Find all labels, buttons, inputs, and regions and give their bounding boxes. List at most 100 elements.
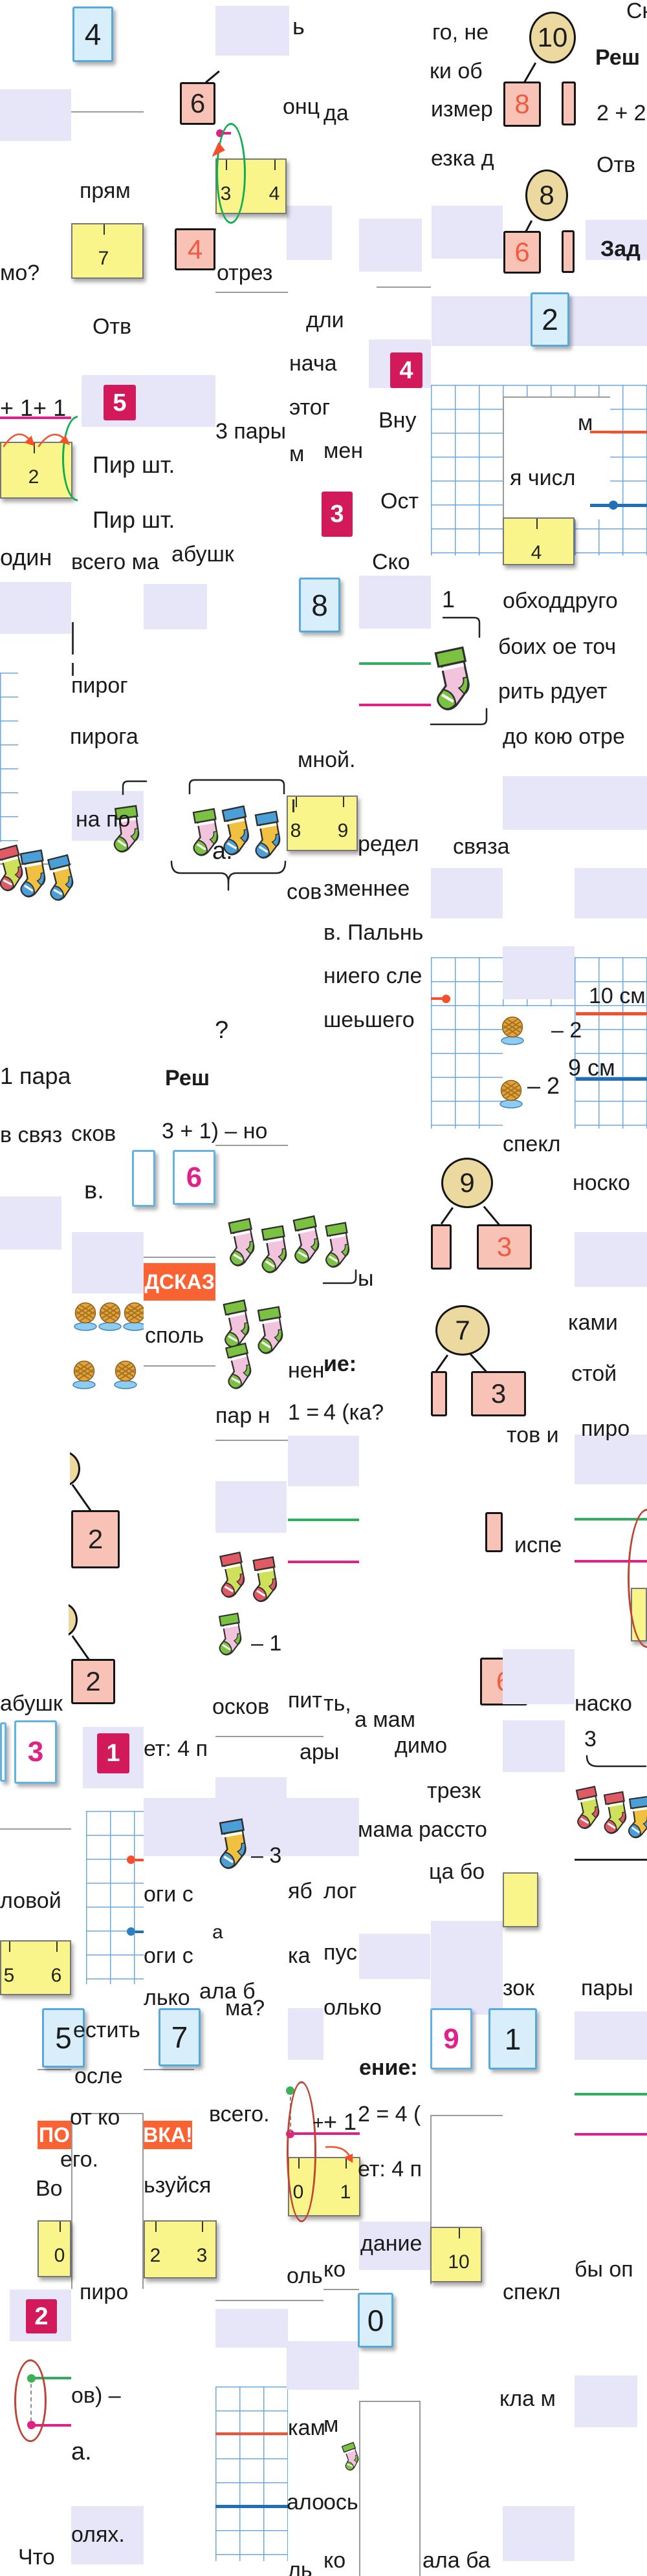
answer-card[interactable]: 5 <box>42 2008 85 2068</box>
text-fragment: пиро <box>80 2280 129 2304</box>
text-fragment: испе <box>514 1533 562 1557</box>
blue-segment <box>215 2505 288 2508</box>
magenta-segment <box>34 2424 71 2427</box>
answer-card[interactable]: 7 <box>159 2008 201 2066</box>
bond-line <box>441 1207 454 1225</box>
highlight-rect <box>0 1196 61 1250</box>
highlight-rect <box>215 1481 287 1533</box>
number-value: 10 <box>537 22 568 52</box>
ruler-tick <box>343 797 344 807</box>
number-bond-part <box>562 81 576 125</box>
answer-option[interactable] <box>0 1722 6 1782</box>
text-fragment: абушк <box>0 1691 63 1716</box>
green-segment <box>359 662 431 665</box>
text-fragment: м <box>324 2412 339 2437</box>
red-segment <box>590 431 647 433</box>
hint-button[interactable]: ПО <box>38 2121 71 2149</box>
ruler-number: 5 <box>3 1965 15 1986</box>
text-fragment: – 1 <box>251 1631 282 1656</box>
text-fragment: а мам <box>355 1707 416 1732</box>
highlight-rect <box>287 2341 359 2390</box>
magenta-segment <box>575 1560 647 1563</box>
sock-illustration <box>285 1211 335 1275</box>
brace <box>188 779 285 794</box>
text-fragment: + 1+ 1 <box>0 395 67 421</box>
text-fragment: м <box>289 442 305 466</box>
text-fragment: ка <box>288 1943 311 1968</box>
answer-option[interactable]: 3 <box>14 1720 57 1784</box>
text-fragment: всего ма <box>71 550 159 574</box>
text-fragment: Отв <box>597 153 636 177</box>
answer-option[interactable] <box>132 1150 155 1207</box>
number-value: 8 <box>311 588 328 622</box>
answer-card[interactable]: 1 <box>488 2008 537 2070</box>
highlight-rect <box>432 206 503 259</box>
answer-option[interactable]: 9 <box>430 2008 472 2070</box>
task-number-chip: 2 <box>26 2299 57 2333</box>
answer-card[interactable]: 0 <box>358 2293 393 2348</box>
text-fragment: пус <box>324 1940 358 1965</box>
text-fragment: 1 <box>442 586 455 612</box>
text-fragment: 2 + 2 <box>597 101 646 125</box>
green-segment <box>575 1518 647 1521</box>
card-panel <box>503 396 610 519</box>
text-fragment: ало <box>287 2490 325 2515</box>
ruler-tick <box>536 519 538 529</box>
text-fragment: Пир шт. <box>93 451 175 478</box>
hint-button[interactable]: ВКА! <box>144 2121 192 2149</box>
text-fragment: бы оп <box>575 2257 633 2282</box>
text-fragment: ловой <box>0 1889 61 1913</box>
highlight-rect <box>288 1436 359 1486</box>
text-fragment: в связ <box>0 1123 63 1147</box>
text-fragment: его. <box>60 2147 98 2172</box>
ruler-number: 7 <box>98 248 109 269</box>
highlight-ellipse <box>14 2359 47 2442</box>
red-segment <box>431 997 450 1000</box>
text-fragment: мо? <box>0 261 40 285</box>
answer-option[interactable]: 6 <box>173 1150 215 1205</box>
highlight-rect <box>82 375 215 427</box>
hint-label: ДСКАЗ <box>144 1270 215 1293</box>
brace <box>586 1755 647 1771</box>
text-fragment: а <box>212 1921 223 1943</box>
text-fragment: ет: 4 п <box>144 1737 208 1761</box>
ruler-tick <box>274 160 276 170</box>
ruler-number: 6 <box>50 1965 62 1986</box>
sock-illustration <box>245 1553 291 1612</box>
text-fragment: кам <box>288 2416 325 2440</box>
text-fragment: Ско <box>626 0 647 23</box>
sock-illustration <box>220 1214 270 1277</box>
highlight-rect <box>503 1649 575 1704</box>
divider-line <box>144 2069 194 2070</box>
arc-arrow <box>322 2143 361 2167</box>
answer-card[interactable]: 2 <box>531 292 569 347</box>
point-dot <box>609 501 618 510</box>
brace <box>442 616 481 638</box>
pie-illustration <box>123 1300 146 1331</box>
answer-card[interactable]: 8 <box>299 578 340 633</box>
text-fragment: 2 = 4 ( <box>358 2102 421 2127</box>
sock-illustration <box>212 1609 255 1665</box>
text-fragment: оль <box>287 2264 323 2288</box>
number-value: 3 <box>496 1231 512 1262</box>
hint-button[interactable]: ДСКАЗ <box>144 1263 215 1301</box>
answer-card[interactable]: 4 <box>72 6 113 62</box>
divider-line <box>215 1440 288 1441</box>
ruler: 10 <box>430 2227 482 2282</box>
red-segment <box>215 2432 288 2435</box>
number-value: 2 <box>87 1524 104 1554</box>
number-value: 8 <box>514 89 530 119</box>
text-fragment: го, не <box>432 20 489 45</box>
text-fragment: ть, <box>324 1691 351 1716</box>
text-fragment: Реш <box>165 1066 210 1090</box>
text-fragment: ? <box>215 1017 229 1044</box>
divider-line <box>38 2069 71 2070</box>
text-fragment: осле <box>74 2064 123 2088</box>
pie-illustration <box>72 1358 96 1389</box>
mark-line <box>72 663 74 676</box>
highlight-rect <box>359 1934 430 1979</box>
magenta-segment <box>288 1561 359 1563</box>
